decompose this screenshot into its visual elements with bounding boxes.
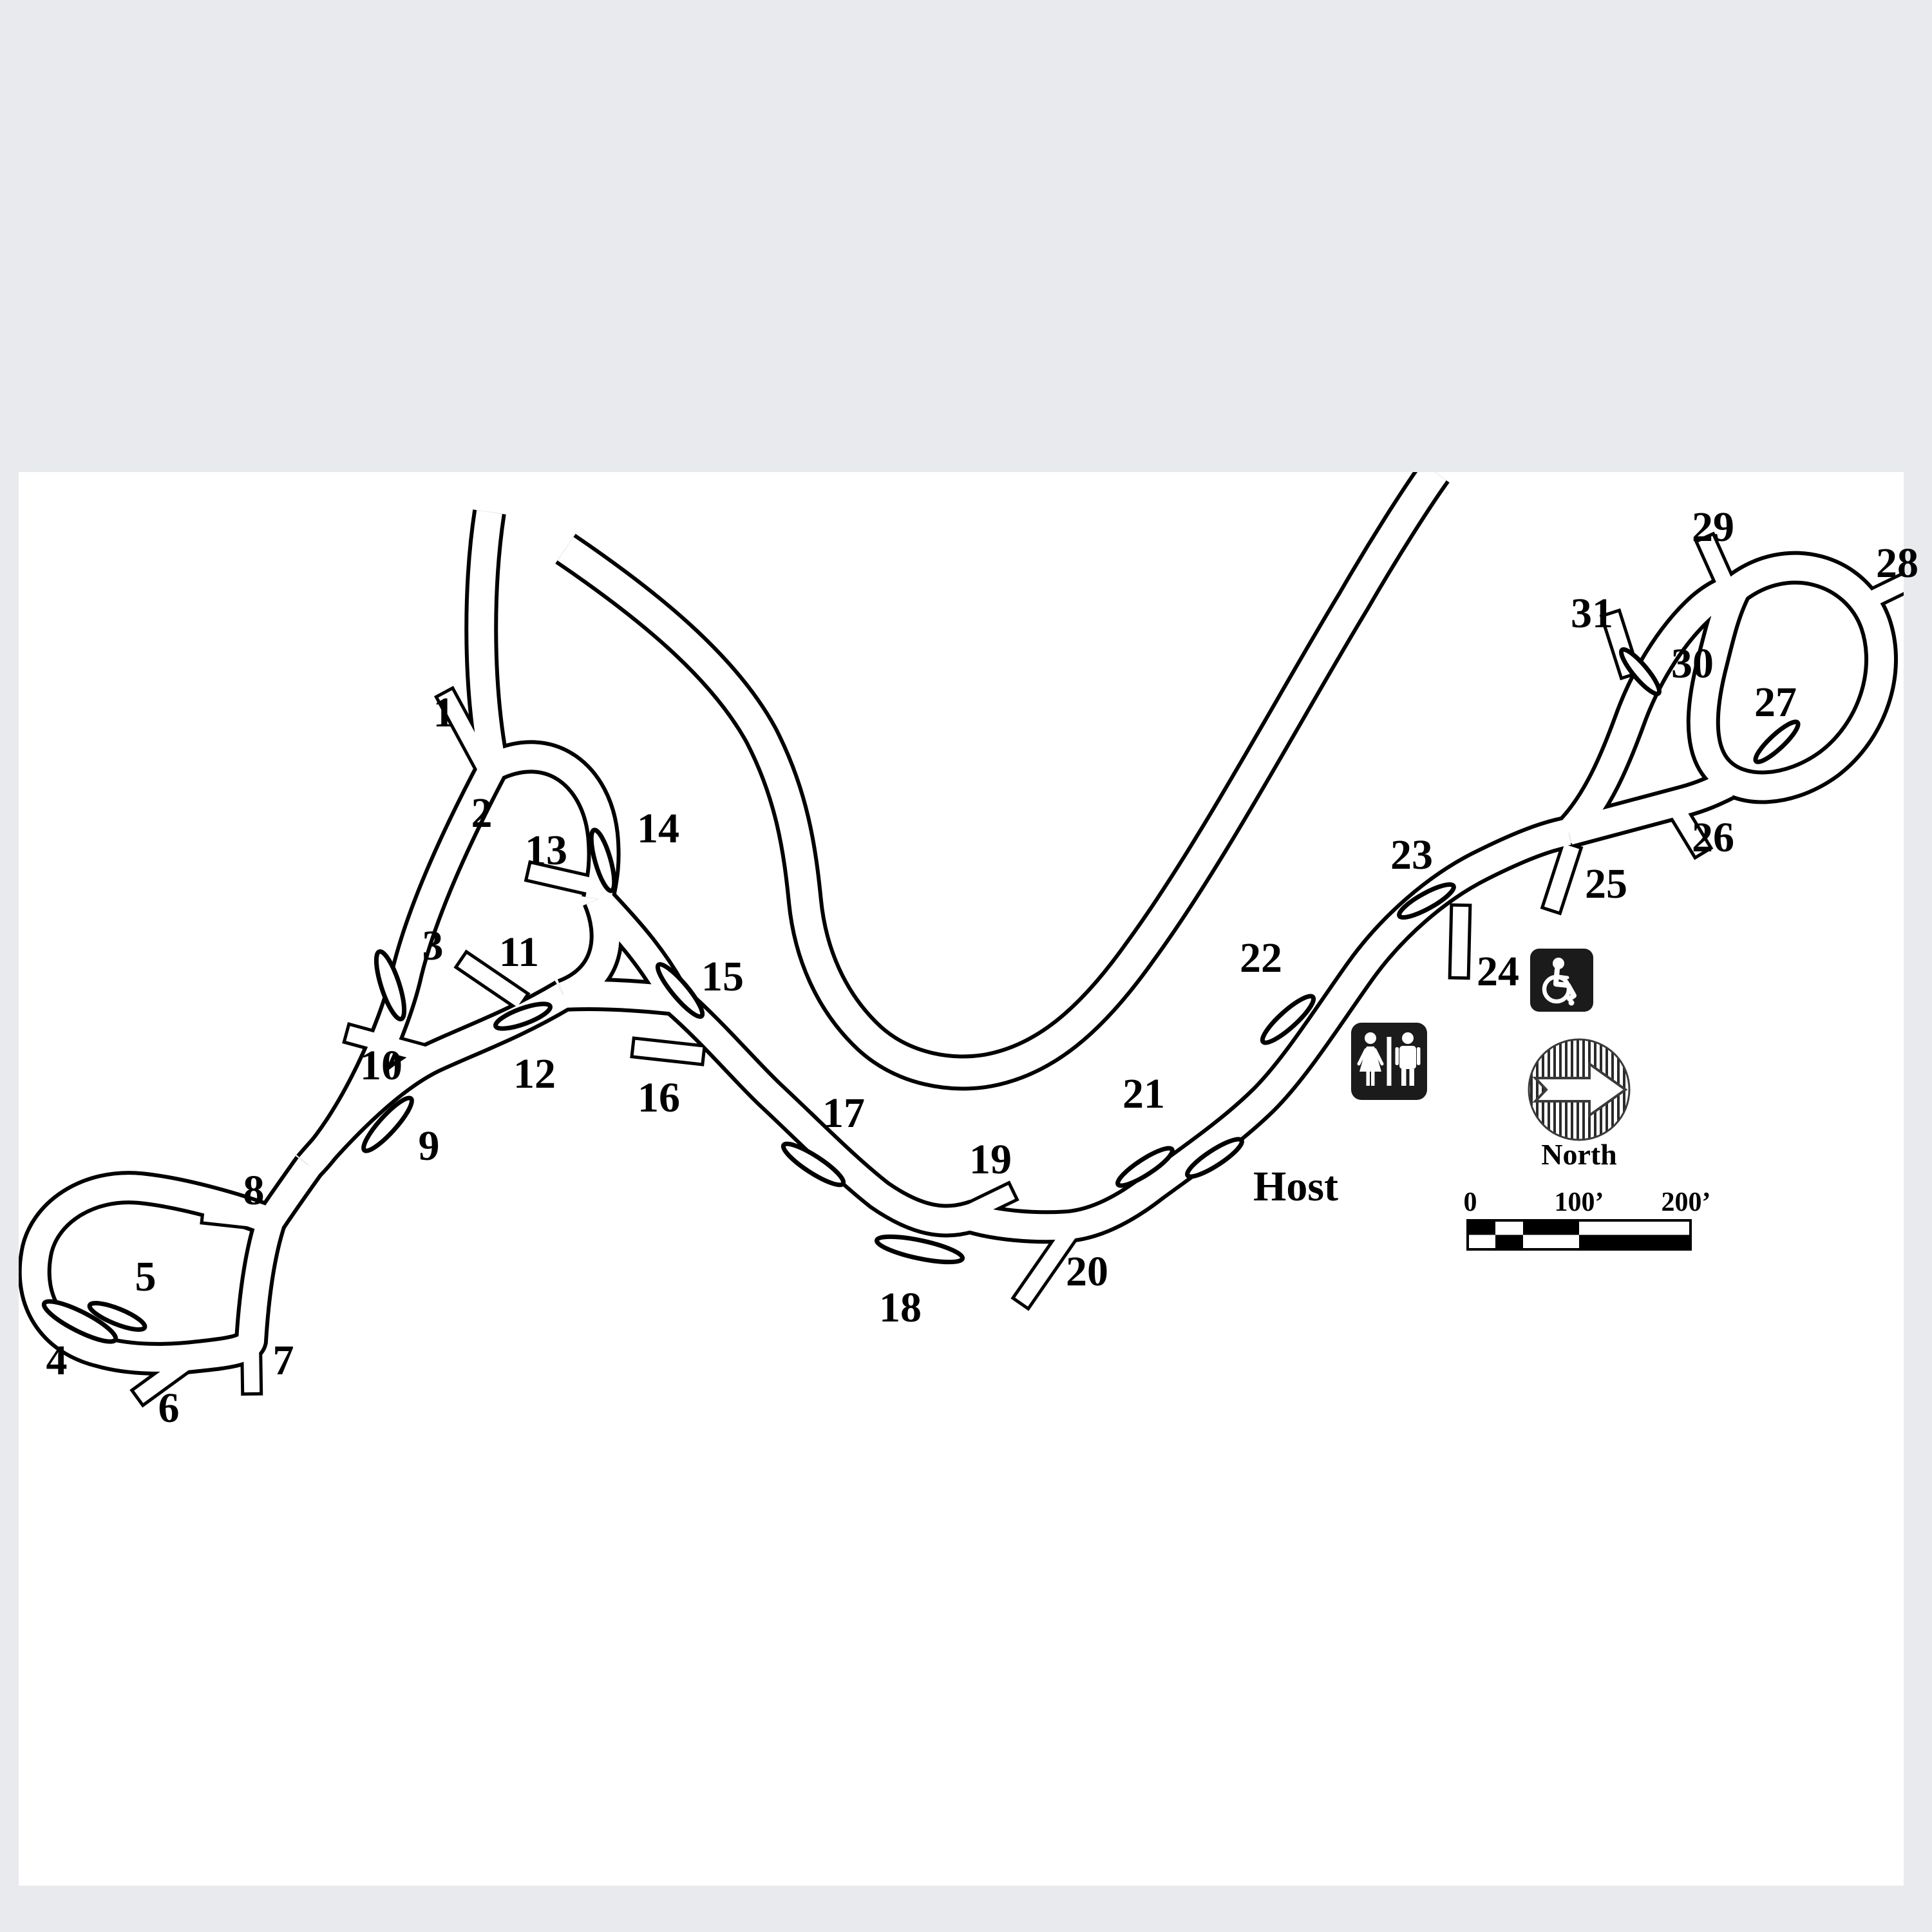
scale-bar-cell: [1579, 1235, 1690, 1249]
site-label-10: 10: [360, 1042, 402, 1089]
site-label-28: 28: [1876, 540, 1918, 587]
site-label-26: 26: [1692, 814, 1734, 861]
site-label-6: 6: [158, 1385, 180, 1432]
site-label-13: 13: [525, 827, 567, 874]
scale-bar: 0 100’ 200’: [1464, 1188, 1711, 1251]
spur-oval-site-18: [874, 1234, 965, 1265]
spur-oval-site-17: [781, 1141, 846, 1188]
site-label-2: 2: [471, 790, 493, 837]
spur-oval-site-22: [1260, 994, 1316, 1045]
spur-oval-site-3: [374, 949, 407, 1021]
site-label-27: 27: [1754, 679, 1797, 726]
site-label-23: 23: [1390, 831, 1433, 878]
restroom-woman-figure: [1357, 1032, 1384, 1086]
site-label-7: 7: [273, 1337, 294, 1384]
site-label-8: 8: [243, 1167, 265, 1214]
north-label: North: [1541, 1138, 1617, 1171]
site-label-17: 17: [822, 1090, 865, 1137]
spur-oval-site-14: [589, 828, 617, 893]
site-label-22: 22: [1240, 934, 1282, 981]
site-label-18: 18: [879, 1284, 922, 1331]
scale-tick-100: 100’: [1555, 1188, 1604, 1217]
restroom-man-figure: [1395, 1032, 1421, 1086]
scale-bar-cell: [1495, 1235, 1523, 1249]
host-site-label: Host: [1253, 1163, 1338, 1210]
site-label-16: 16: [638, 1074, 680, 1121]
site-label-11: 11: [499, 929, 539, 976]
site-label-12: 12: [513, 1050, 556, 1097]
site-label-5: 5: [135, 1253, 156, 1300]
spur-oval-host-a: [1115, 1146, 1175, 1188]
site-label-25: 25: [1585, 860, 1627, 907]
site-label-20: 20: [1066, 1248, 1108, 1295]
restroom-icon: [1351, 1023, 1427, 1100]
scale-tick-200: 200’: [1662, 1188, 1711, 1217]
scale-bar-cell: [1468, 1220, 1495, 1235]
spur-oval-site-27: [1753, 719, 1801, 764]
site-label-21: 21: [1122, 1070, 1165, 1117]
site-label-24: 24: [1477, 948, 1519, 995]
map-panel: [19, 472, 1904, 1886]
spur-oval-site-12: [493, 1001, 553, 1031]
spur-oval-host-b: [1185, 1137, 1244, 1179]
site-label-1: 1: [433, 689, 455, 736]
spur-oval-site-30: [1618, 647, 1662, 696]
site-label-4: 4: [46, 1337, 68, 1384]
restroom-divider: [1387, 1037, 1392, 1086]
accessible-icon: [1530, 949, 1593, 1012]
spur-oval-site-9: [361, 1095, 414, 1153]
spur-oval-site-23: [1397, 882, 1456, 920]
scale-bar-cell: [1523, 1220, 1579, 1235]
site-label-3: 3: [422, 922, 444, 969]
site-label-14: 14: [637, 805, 679, 852]
north-arrow-icon: North: [1528, 1038, 1631, 1171]
spur-oval-site-15: [655, 961, 705, 1019]
site-label-9: 9: [419, 1122, 440, 1170]
spur-oval-site-4: [41, 1299, 118, 1344]
road-network: [35, 472, 1905, 1392]
site-label-29: 29: [1692, 504, 1734, 551]
site-label-30: 30: [1671, 640, 1714, 687]
north-arrow-pointer: [1532, 1061, 1628, 1118]
parking-spur-ovals: [41, 647, 1801, 1344]
site-label-19: 19: [969, 1136, 1012, 1183]
site-label-31: 31: [1571, 590, 1613, 637]
scale-tick-0: 0: [1464, 1188, 1477, 1217]
spur-oval-site-5: [87, 1300, 147, 1332]
site-label-15: 15: [701, 953, 744, 1000]
